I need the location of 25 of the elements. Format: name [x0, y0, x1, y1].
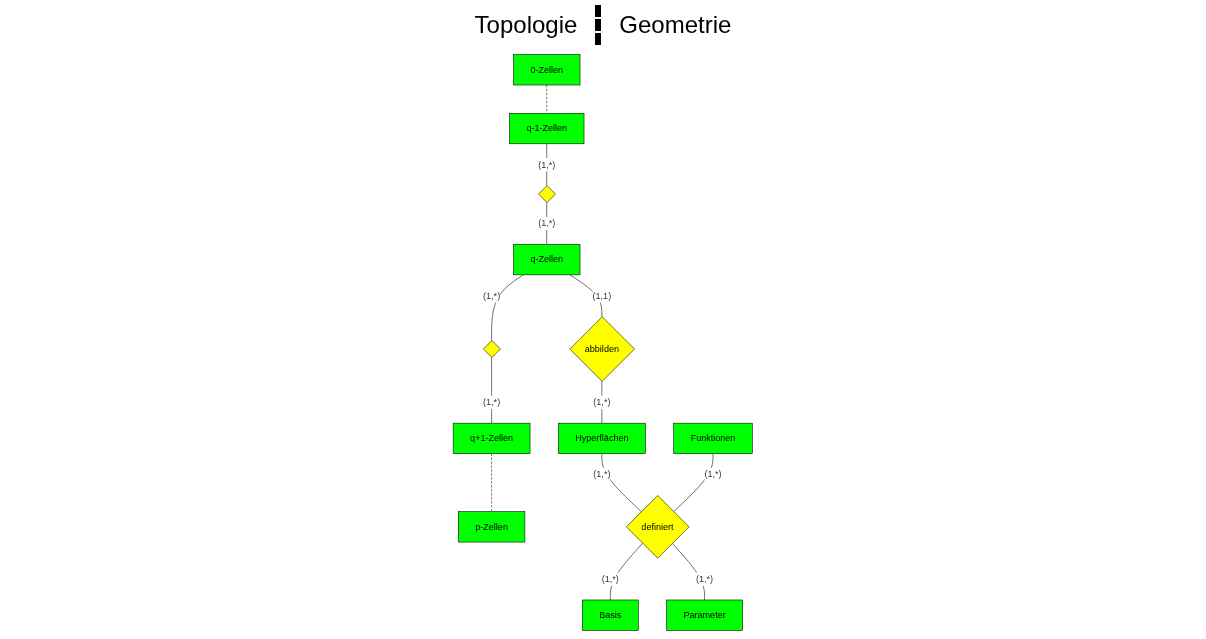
- node-diamond: [538, 185, 556, 203]
- node-box: p-Zellen: [458, 511, 526, 543]
- node-box: q-1-Zellen: [509, 113, 585, 145]
- node-box: q-Zellen: [513, 244, 581, 276]
- edge-label: (1,*): [538, 218, 556, 228]
- node-box: q+1-Zellen: [453, 422, 531, 454]
- edge-label: (1,1): [592, 290, 612, 301]
- section-label: Topologie: [474, 11, 578, 39]
- edge-label: (1,*): [696, 573, 714, 584]
- node-diamond: definiert: [626, 495, 690, 559]
- edge-label: (1,*): [593, 397, 611, 407]
- node-box: Funktionen: [673, 422, 753, 454]
- node-box: Basis: [582, 599, 639, 631]
- node-box: 0-Zellen: [513, 54, 581, 86]
- node-diamond: [483, 340, 501, 358]
- edge-label: (1,*): [483, 397, 501, 407]
- node-diamond: abbilden: [569, 316, 636, 382]
- section-label: Geometrie: [619, 11, 732, 39]
- edge-label: (1,*): [593, 469, 611, 480]
- node-box: Hyperflächen: [558, 422, 646, 454]
- edge-label: (1,*): [704, 469, 722, 480]
- node-box: Parameter: [666, 599, 744, 631]
- edge-label: (1,*): [602, 573, 620, 584]
- edge-label: (1,*): [538, 159, 556, 170]
- edge-label: (1,*): [483, 290, 501, 301]
